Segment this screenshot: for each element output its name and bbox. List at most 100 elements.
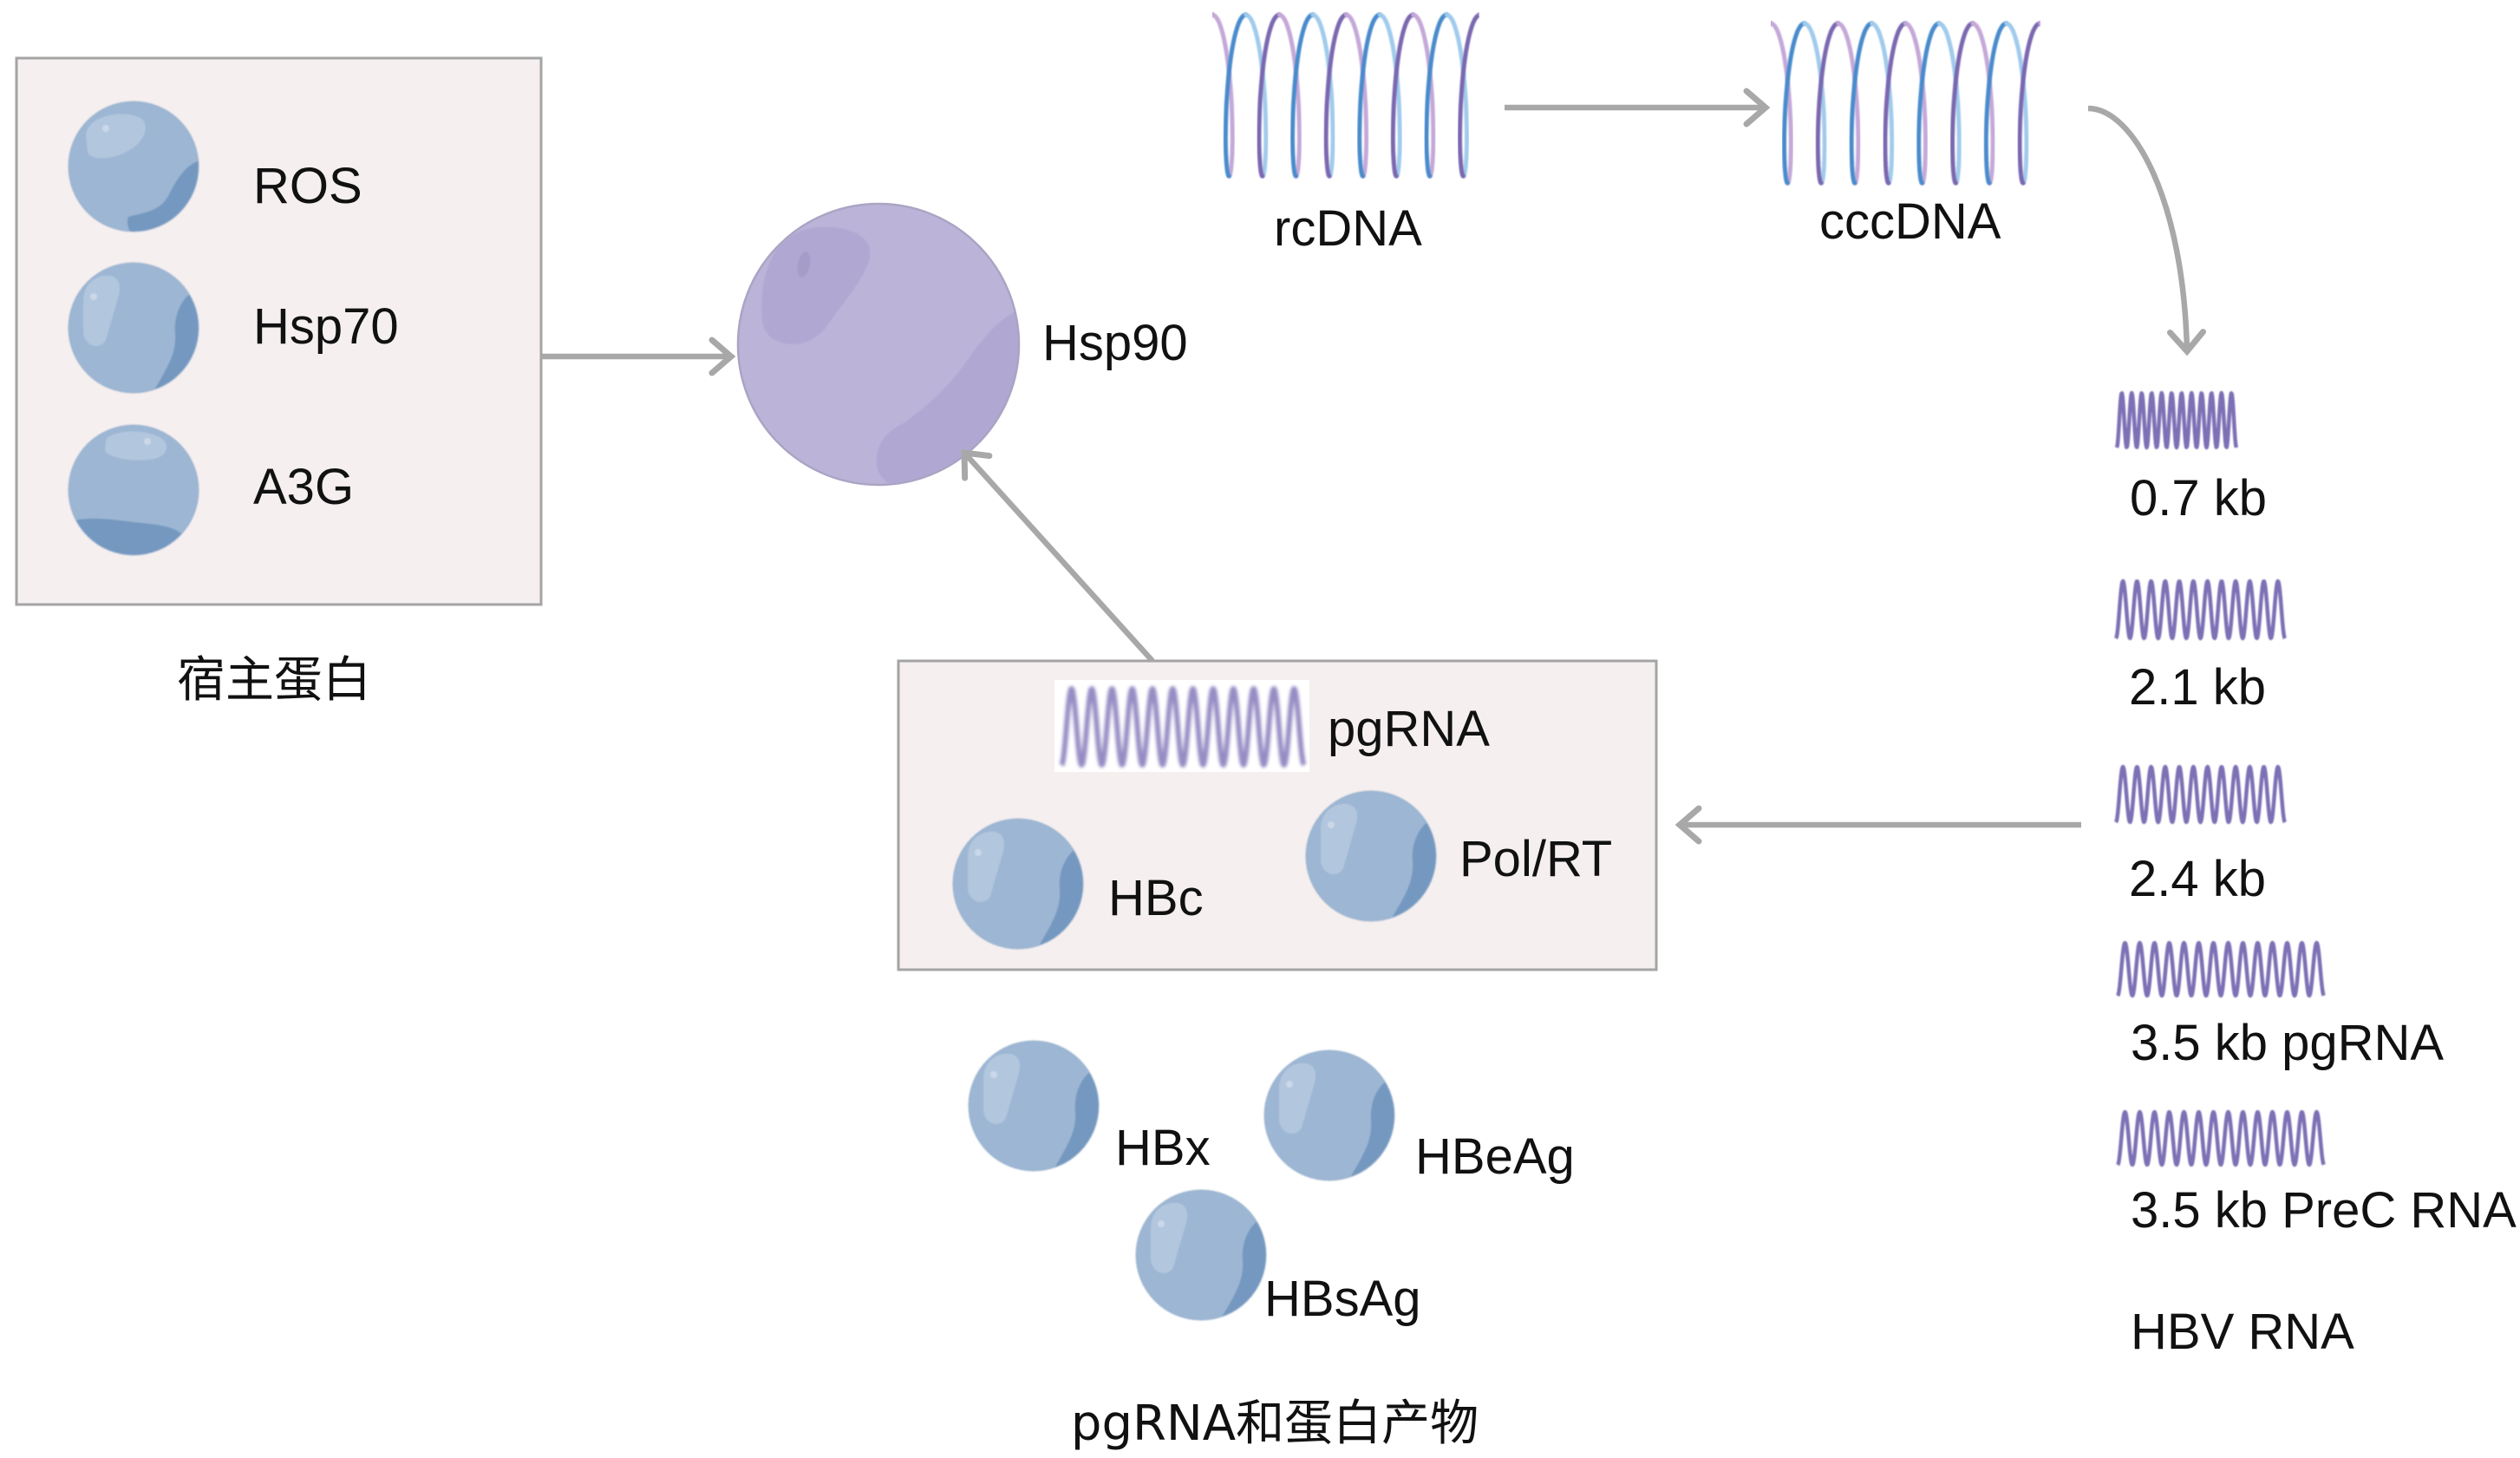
protein-label-hsp70: Hsp70 <box>253 298 399 355</box>
arrow-complex-to-hsp90 <box>961 449 1155 664</box>
dna-strand-segment <box>1244 12 1269 179</box>
cccdna-label: cccDNA <box>1819 193 2001 250</box>
rna-wave-2-1kb <box>2114 579 2287 641</box>
dna-strand-segment <box>1869 21 1895 186</box>
dna-strand-segment <box>1377 12 1402 179</box>
dna-strand-segment <box>1411 12 1436 179</box>
dna-strand-segment <box>1457 12 1479 179</box>
protein-label-hbeag: HBeAg <box>1415 1128 1575 1185</box>
dna-strand-segment <box>1737 23 1757 183</box>
hsp90-label: Hsp90 <box>1042 315 1188 371</box>
dna-strand-segment <box>2017 21 2040 186</box>
protein-label-ros: ROS <box>253 158 362 214</box>
dna-strand-segment <box>1527 15 1547 176</box>
rna-strand <box>1059 686 1307 768</box>
flow-arrows <box>542 88 2206 845</box>
dna-strand-segment <box>2037 21 2040 26</box>
dna-strand-segment <box>1883 21 1908 186</box>
dna-strand-segment <box>1424 12 1449 179</box>
dna-strand-segment <box>1782 21 1807 186</box>
dna-strand-segment <box>1390 12 1416 179</box>
dna-strand-segment <box>2107 23 2127 183</box>
dna-strand-segment <box>1836 21 1861 186</box>
rna-label-2-1kb: 2.1 kb <box>2129 659 2266 716</box>
dna-strand-segment <box>1950 21 1975 186</box>
dna-strand-segment <box>2073 23 2093 183</box>
dna-strand-segment <box>1310 12 1335 179</box>
products-caption: pgRNA和蛋白产物 <box>1071 1396 1479 1452</box>
rna-label-3-5kb-pgrna: 3.5 kb pgRNA <box>2131 1015 2444 1071</box>
rna-wave-3-5kb-pgrna <box>2116 940 2326 998</box>
hsp90-spot <box>797 252 811 278</box>
dna-strand-segment <box>1343 12 1369 179</box>
hsp90-sphere <box>736 202 1021 487</box>
dna-strand-segment <box>1357 12 1382 179</box>
dna-strand-segment <box>1936 21 1962 186</box>
protein-label-a3g: A3G <box>253 459 354 515</box>
dna-strand-segment <box>1289 12 1315 179</box>
hsp90-shade-top <box>761 226 871 344</box>
rcdna-helix <box>1159 12 1601 179</box>
host-protein-group: ROS Hsp70 A3G 宿主蛋白 <box>15 56 543 709</box>
encapsidation-complex-group: pgRNA HBc Pol/RT <box>897 659 1658 971</box>
protein-label-pol-rt: Pol/RT <box>1459 831 1612 887</box>
hbv-rna-group: 0.7 kb 2.1 kb 2.4 kb 3.5 kb pgRNA 3.5 kb… <box>2114 390 2517 1360</box>
dna-strand-segment <box>2053 23 2073 183</box>
hsp90-outline <box>736 202 1021 487</box>
rna-wave-3-5kb-prec <box>2116 1109 2326 1167</box>
dna-strand-segment <box>1771 21 1773 26</box>
dna-strand-segment <box>1223 12 1249 179</box>
rna-strand <box>2116 1109 2326 1167</box>
dna-strand-segment <box>2087 23 2107 183</box>
arrow-cccdna-to-rna <box>2087 105 2206 356</box>
rna-label-2-4kb: 2.4 kb <box>2129 851 2266 907</box>
dna-strand-segment <box>1257 12 1282 179</box>
rna-strand <box>2116 940 2326 998</box>
protein-sphere-hbsag <box>1136 1190 1275 1329</box>
rna-label-3-5kb-prec: 3.5 kb PreC RNA <box>2131 1182 2517 1239</box>
protein-sphere-hbeag <box>1264 1050 1403 1189</box>
dna-strand-segment <box>1493 15 1513 176</box>
protein-products-group: HBx HBeAg HBsAg pgRNA和蛋白产物 <box>969 1041 1575 1452</box>
dna-strand-segment <box>1178 15 1198 176</box>
pgrna-label: pgRNA <box>1328 701 1490 757</box>
dna-strand-segment <box>2121 23 2141 183</box>
hbv-rna-caption: HBV RNA <box>2131 1304 2354 1360</box>
rna-label-0-7kb: 0.7 kb <box>2130 470 2267 526</box>
dna-strand-segment <box>1212 12 1235 179</box>
dna-strand-segment <box>1276 12 1302 179</box>
dna-strand-segment <box>1970 21 1995 186</box>
pgrna-wave <box>1059 686 1307 768</box>
rna-strand <box>2114 390 2239 450</box>
host-protein-caption: 宿主蛋白 <box>177 652 371 709</box>
dna-strand-segment <box>2004 21 2029 186</box>
cccdna-helix <box>1717 21 2141 186</box>
dna-strand-segment <box>1513 15 1533 176</box>
dna-strand-segment <box>1560 15 1580 176</box>
dna-strand-segment <box>1802 21 1827 186</box>
dna-strand-segment <box>1323 12 1348 179</box>
dna-strand-segment <box>1444 12 1470 179</box>
dna-strand-segment <box>1849 21 1874 186</box>
dna-strand-segment <box>1717 23 1737 183</box>
protein-label-hbx: HBx <box>1115 1120 1211 1176</box>
dna-strand-segment <box>1771 21 1793 186</box>
dna-strand-segment <box>1983 21 2009 186</box>
rna-wave-2-4kb <box>2114 764 2287 825</box>
rna-wave-0-7kb <box>2114 390 2239 450</box>
protein-label-hbc: HBc <box>1108 870 1204 926</box>
dna-strand-segment <box>1212 12 1215 17</box>
dna-strand-segment <box>1903 21 1928 186</box>
dna-strand-segment <box>1159 15 1178 176</box>
dna-strand-segment <box>1547 15 1567 176</box>
dna-strand-segment <box>1916 21 1942 186</box>
dna-strand-segment <box>1815 21 1841 186</box>
protein-sphere-hbx <box>969 1041 1107 1180</box>
rna-strand <box>2114 764 2287 825</box>
dna-strand-segment <box>1581 15 1601 176</box>
protein-label-hbsag: HBsAg <box>1264 1271 1421 1327</box>
rcdna-label: rcDNA <box>1274 200 1422 257</box>
dna-strand-segment <box>1478 12 1479 17</box>
